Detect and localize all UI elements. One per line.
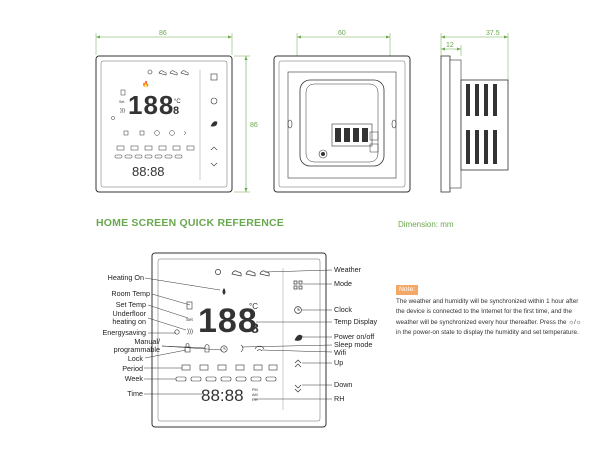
note-badge: Note: (396, 285, 419, 295)
ref-am: AM (252, 393, 258, 397)
ref-temp-decimal: 8 (251, 320, 259, 336)
label-period: Period (122, 364, 143, 373)
front-view: 86 86 🔥 188 °C 8 Set ))) (95, 30, 258, 193)
ref-unit: °C (249, 302, 258, 311)
quick-reference-heading: HOME SCREEN QUICK REFERENCE (96, 217, 285, 229)
side-plate-label: 12 (446, 42, 454, 49)
ref-rh: RH (252, 398, 258, 402)
svg-text:))): ))) (187, 329, 193, 335)
front-height-label: 86 (250, 122, 258, 129)
label-room-temp: Room Temp (111, 289, 150, 298)
ref-set: Set (186, 317, 194, 322)
callout-lines (144, 269, 333, 400)
front-set: Set (119, 100, 124, 104)
label-heating-on: Heating On (107, 273, 144, 282)
back-view: 60 (273, 30, 411, 193)
label-time: Time (127, 389, 143, 398)
label-set-temp: Set Temp (115, 300, 146, 309)
label-clock: Clock (334, 305, 352, 314)
label-manual-programmable: Manual/ programmable (113, 337, 160, 354)
reference-device: 188 °C 8 Set ))) (151, 252, 327, 428)
front-temp-digits: 188 (128, 90, 174, 120)
svg-text:🔥: 🔥 (142, 80, 149, 88)
side-view: 37.5 12 (440, 30, 509, 193)
ref-clock: 88:88 (201, 386, 244, 405)
ref-pm: PM (252, 388, 258, 392)
note-body: The weather and humidity will be synchro… (396, 298, 582, 336)
label-mode: Mode (334, 279, 352, 288)
front-unit: °C (174, 99, 181, 105)
label-energysaving: Energysaving (102, 328, 146, 337)
svg-text:))): ))) (120, 108, 125, 114)
back-width-label: 60 (338, 30, 346, 37)
label-temp-display: Temp Display (334, 317, 378, 326)
dimension-unit-note: Dimension: mm (398, 220, 454, 229)
side-depth-label: 37.5 (486, 30, 500, 37)
label-underfloor: Underfloor heating on (112, 309, 146, 326)
label-sleep: Sleep mode (334, 340, 373, 349)
label-power: Power on/off (334, 332, 375, 341)
label-week: Week (124, 374, 143, 383)
front-width-label: 86 (159, 30, 167, 37)
label-weather: Weather (334, 265, 362, 274)
ref-temp-digits: 188 (198, 302, 258, 340)
label-down: Down (334, 380, 353, 389)
label-rh: RH (334, 394, 345, 403)
label-up: Up (334, 358, 344, 367)
front-clock: 88:88 (132, 164, 165, 179)
label-wifi: Wifi (334, 348, 346, 357)
label-lock: Lock (127, 354, 143, 363)
front-temp-decimal: 8 (173, 105, 179, 117)
